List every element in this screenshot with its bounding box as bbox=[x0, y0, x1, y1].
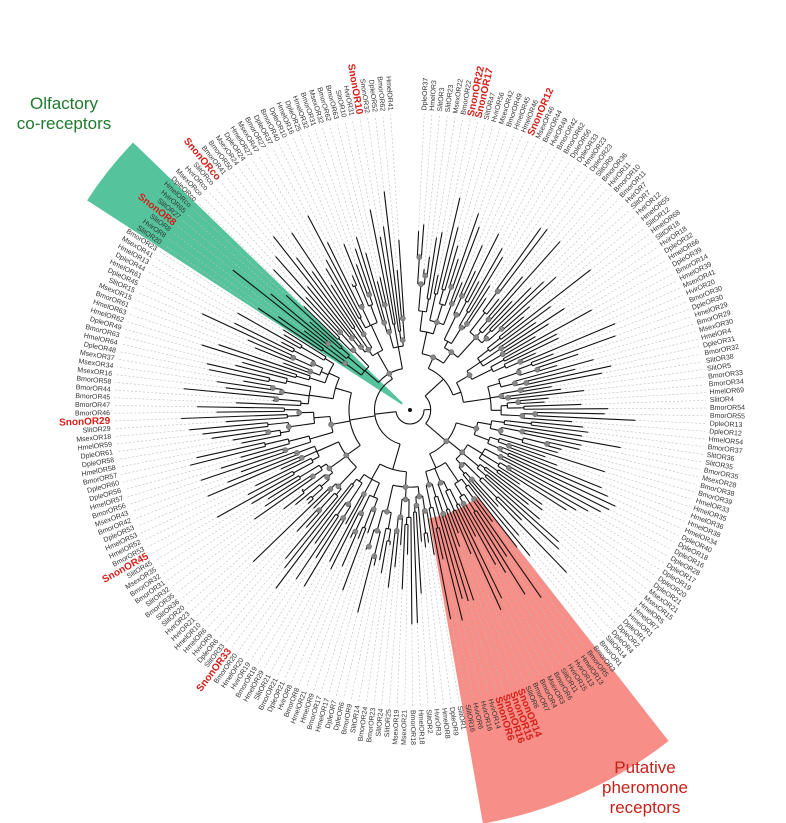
leaf-label: MsexOR18 bbox=[76, 434, 112, 444]
leaf-label: SlitOR29 bbox=[82, 426, 111, 435]
leaf-label: HmelOR8 bbox=[440, 708, 450, 739]
leaf-label: HmelOR59 bbox=[77, 441, 112, 452]
leaf-label: BmorOR55 bbox=[710, 413, 745, 421]
leaf-label: SlitOR5 bbox=[707, 363, 732, 373]
leaf-label: BmorOR44 bbox=[75, 384, 111, 393]
pheromone-receptors-label-line3: receptors bbox=[609, 798, 681, 817]
leaf-label: DpleOR37 bbox=[421, 77, 430, 110]
leaf-label: DpleOR52 bbox=[367, 79, 378, 112]
leaf-label: BmorOR23 bbox=[366, 707, 377, 743]
bootstrap-node-markers bbox=[265, 254, 550, 560]
leaf-label: BmorOR33 bbox=[708, 370, 744, 381]
leaf-label: BmorOR18 bbox=[409, 710, 416, 745]
leaf-label: SlitOR35 bbox=[705, 460, 734, 472]
pheromone-receptors-label: Putative pheromone receptors bbox=[590, 758, 700, 818]
leaf-label: SlitOR23 bbox=[445, 84, 455, 113]
leaf-label: DpleOR12 bbox=[709, 428, 742, 437]
leaf-label: BmorOR37 bbox=[707, 444, 743, 455]
leaf-label: BmorOR45 bbox=[75, 393, 110, 401]
pheromone-receptors-label-line2: pheromone bbox=[601, 778, 688, 797]
leaf-label: SlitOR38 bbox=[705, 354, 734, 365]
leaf-label: MsexOR19 bbox=[392, 709, 401, 744]
leaf-label: SlitOR2 bbox=[424, 709, 432, 734]
olfactory-coreceptors-label-line1: Olfactory bbox=[29, 94, 99, 113]
highlighted-leaf-label: SnonOR29 bbox=[59, 416, 111, 429]
pheromone-receptor-clade-highlight bbox=[429, 496, 669, 823]
leaf-label: SlitOR1 bbox=[456, 705, 467, 730]
tree-branches bbox=[181, 191, 636, 625]
leaf-label: MsexOR21 bbox=[401, 710, 409, 745]
leaf-label: HvirOR3 bbox=[432, 709, 441, 736]
leaf-label: DpleOR61 bbox=[80, 449, 113, 461]
leaf-label: BmorOR47 bbox=[75, 402, 110, 410]
olfactory-coreceptors-label-line2: co-receptors bbox=[16, 114, 112, 133]
leaf-label: BmorOR58 bbox=[76, 376, 112, 386]
leaf-guide-lines bbox=[114, 114, 706, 706]
leaf-label: HmelOR18 bbox=[417, 710, 425, 745]
leaf-label: DpleOR9 bbox=[448, 707, 459, 737]
leaf-label: HmelOR69 bbox=[709, 387, 744, 396]
olfactory-coreceptors-label: Olfactory co-receptors bbox=[4, 94, 124, 134]
leaf-label: MsexOR16 bbox=[77, 367, 113, 378]
leaf-label: HmelOR3 bbox=[429, 80, 438, 111]
leaf-label: DpleOR13 bbox=[710, 421, 743, 429]
leaf-label: BmorOR54 bbox=[710, 405, 745, 412]
leaf-label: SlitOR4 bbox=[710, 396, 734, 404]
leaf-label: BmorOR34 bbox=[709, 378, 745, 388]
leaf-label: SlitOR3 bbox=[437, 87, 446, 112]
leaf-label: SnonOR32 bbox=[358, 78, 370, 113]
leaf-label: SlitOR36 bbox=[706, 452, 735, 463]
leaf-label: SlitOR25 bbox=[384, 709, 393, 738]
leaf-label: SlitOR24 bbox=[375, 708, 385, 737]
leaf-label: BmorOR46 bbox=[75, 410, 110, 417]
leaf-label: HmelOR54 bbox=[708, 436, 743, 446]
leaf-label: HmelOR41 bbox=[384, 76, 393, 111]
leaf-label: BmorOR62 bbox=[376, 76, 386, 112]
pheromone-receptors-label-line1: Putative bbox=[614, 758, 676, 777]
leaf-label: SlitOR14 bbox=[350, 705, 362, 734]
olfactory-coreceptor-clade-highlight bbox=[87, 142, 403, 405]
